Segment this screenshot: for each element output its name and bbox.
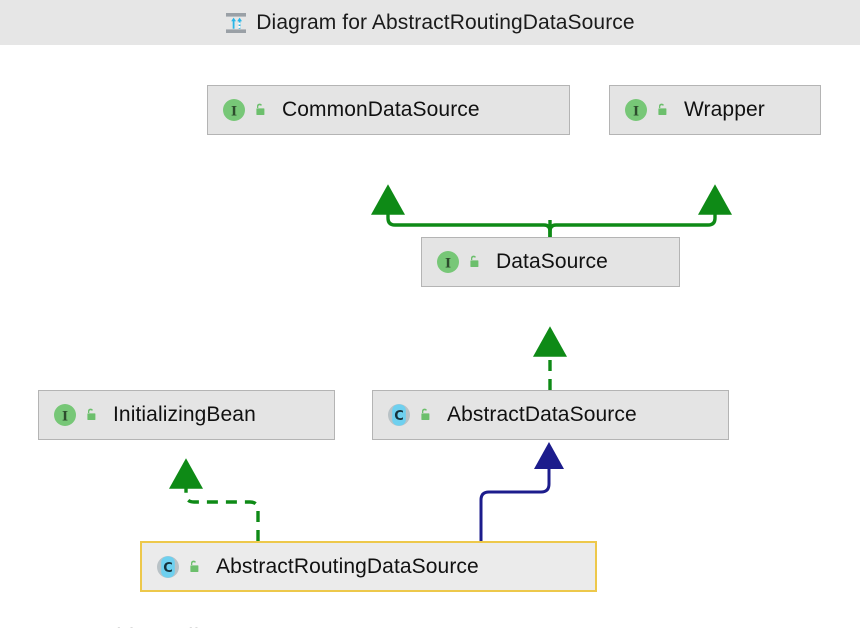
svg-text:C: C [163, 561, 173, 576]
public-unlocked-icon [470, 255, 479, 267]
interface-icon: I [223, 99, 245, 121]
hierarchy-diagram-icon [226, 12, 247, 33]
window-titlebar: Diagram for AbstractRoutingDataSource [0, 0, 860, 45]
page-title: Diagram for AbstractRoutingDataSource [256, 10, 635, 34]
edge-abstractroutingdatasource-to-abstractdatasource [479, 442, 564, 541]
interface-icon: I [54, 404, 76, 426]
node-icon-group: I [52, 402, 99, 428]
abstract-class-icon: C [157, 555, 179, 578]
abstract-class-icon: C [388, 404, 410, 426]
node-label: Wrapper [684, 98, 765, 121]
node-wrapper[interactable]: I Wrapper [609, 85, 821, 135]
edge-datasource-to-wrapper [548, 184, 732, 240]
svg-text:I: I [62, 409, 68, 424]
interface-icon: I [625, 99, 647, 121]
public-unlocked-icon [190, 560, 199, 572]
node-commondatasource[interactable]: I CommonDataSource [207, 85, 570, 135]
svg-text:I: I [445, 256, 451, 271]
node-label: AbstractRoutingDataSource [216, 554, 479, 578]
public-unlocked-icon [87, 408, 96, 420]
public-unlocked-icon [658, 103, 667, 115]
edge-datasource-to-commondatasource [371, 184, 552, 240]
node-abstractdatasource[interactable]: C AbstractDataSource [372, 390, 729, 440]
node-label: CommonDataSource [282, 98, 480, 121]
node-icon-group: I [221, 97, 268, 123]
interface-icon: I [437, 251, 459, 273]
yfiles-watermark: Powered by yFiles [27, 623, 225, 628]
svg-text:I: I [231, 104, 237, 119]
node-initializingbean[interactable]: I InitializingBean [38, 390, 335, 440]
diagram-canvas[interactable]: I CommonDataSource I Wr [0, 45, 860, 628]
node-icon-group: C [155, 554, 202, 580]
node-label: DataSource [496, 250, 608, 273]
svg-text:C: C [394, 409, 404, 424]
node-icon-group: I [623, 97, 670, 123]
edge-abstractroutingdatasource-to-initializingbean [169, 458, 260, 541]
edge-layer [169, 184, 732, 541]
node-datasource[interactable]: I DataSource [421, 237, 680, 287]
public-unlocked-icon [256, 103, 265, 115]
svg-text:I: I [633, 104, 639, 119]
node-abstractroutingdatasource[interactable]: C AbstractRoutingDataSource [140, 541, 597, 592]
node-icon-group: C [386, 402, 433, 428]
node-label: InitializingBean [113, 403, 256, 426]
titlebar-content: Diagram for AbstractRoutingDataSource [225, 10, 635, 35]
node-icon-group: I [435, 249, 482, 275]
node-label: AbstractDataSource [447, 403, 637, 426]
public-unlocked-icon [421, 408, 430, 420]
